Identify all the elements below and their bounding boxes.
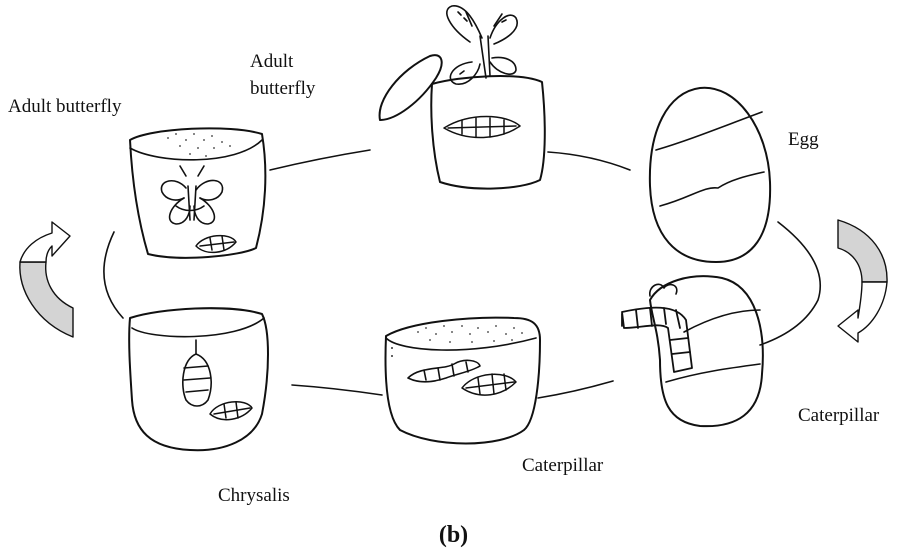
- butterfly-jar-leaf: [196, 236, 236, 253]
- top-jar-body: [431, 76, 545, 189]
- top-jar-leaf: [444, 117, 520, 138]
- figure-caption: (b): [0, 520, 907, 550]
- bottom-jar-leaf: [462, 374, 516, 395]
- label-chrysalis: Chrysalis: [218, 482, 290, 509]
- butterfly-jar-soil: [167, 133, 231, 157]
- label-adult-butterfly-top: Adult butterfly: [250, 48, 342, 102]
- label-adult-butterfly-left: Adult butterfly: [8, 93, 121, 120]
- hatched-egg-outline: [650, 276, 763, 426]
- left-arrow-head: [20, 222, 70, 262]
- stage-chrysalis: [129, 308, 268, 450]
- right-arrow-shaded-tail: [838, 220, 887, 282]
- connector-egg-to-caterpillar: [760, 222, 820, 345]
- connector-chrysalis-to-butterfly-jar: [104, 232, 123, 318]
- stage-egg: [650, 88, 770, 262]
- stage-adult-butterfly-emerging: [380, 6, 545, 189]
- connector-caterpillar-to-jar: [538, 381, 613, 398]
- bottom-jar-body: [386, 318, 540, 444]
- bottom-jar-rim: [386, 338, 536, 350]
- bottom-jar-caterpillar: [408, 360, 480, 381]
- right-arrow-head: [838, 282, 887, 342]
- chrysalis-jar-leaf: [210, 402, 252, 420]
- stage-caterpillar-hatching: [622, 276, 763, 426]
- connector-left-top-to-top-jar: [270, 150, 370, 170]
- egg-line-1: [656, 112, 762, 150]
- hatched-egg-line-1: [684, 310, 760, 332]
- chrysalis-jar-rim: [132, 318, 264, 337]
- right-cycle-arrow: [838, 220, 887, 342]
- top-butterfly-drawing: [447, 6, 517, 84]
- stage-caterpillar-in-jar: [386, 318, 540, 444]
- butterfly-jar-rim: [130, 140, 262, 160]
- label-caterpillar-bottom: Caterpillar: [522, 452, 603, 479]
- stage-adult-butterfly-in-jar: [130, 128, 265, 257]
- left-arrow-shaded-tail: [20, 262, 73, 337]
- chrysalis-drawing: [183, 340, 211, 406]
- bottom-jar-soil: [391, 325, 523, 357]
- egg-line-2: [660, 172, 764, 206]
- hatched-egg-line-2: [666, 364, 760, 382]
- label-caterpillar-right: Caterpillar: [798, 402, 879, 429]
- label-egg: Egg: [788, 126, 819, 153]
- left-cycle-arrow: [20, 222, 73, 337]
- connector-jar-to-chrysalis: [292, 385, 382, 395]
- connector-top-jar-to-egg: [548, 152, 630, 170]
- jar-butterfly-drawing: [161, 166, 222, 224]
